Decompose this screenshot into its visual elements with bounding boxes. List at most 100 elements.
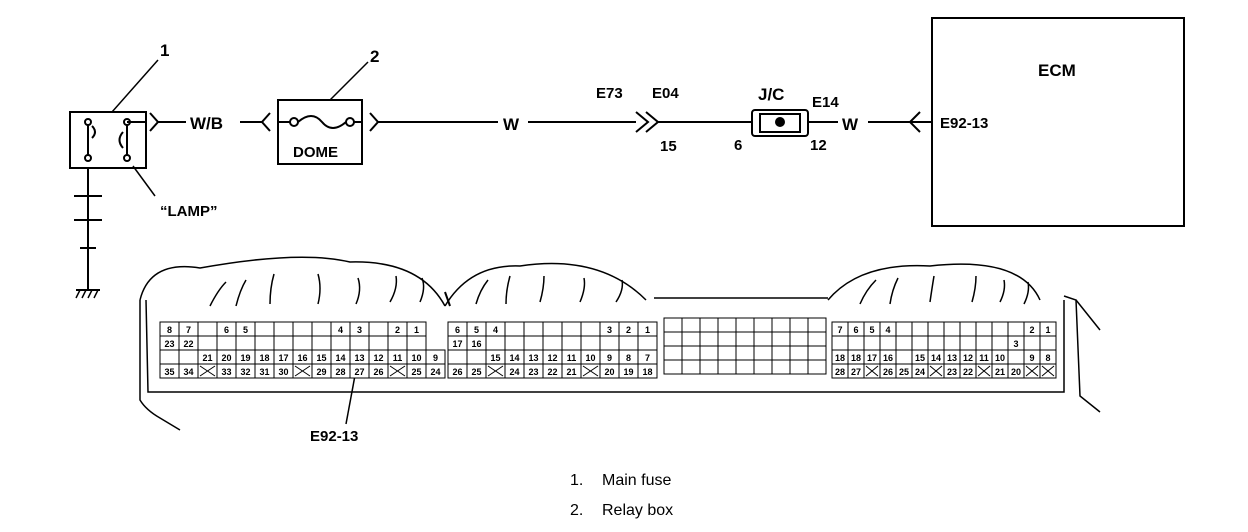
pin-15: 15 — [660, 138, 677, 155]
junction-label: J/C — [758, 85, 784, 104]
terminal-label: 1 — [1045, 325, 1050, 335]
bottom-connector-label: E92-13 — [310, 428, 358, 445]
terminal-cell — [580, 335, 601, 351]
terminal-cell — [197, 335, 218, 351]
terminal-cell — [1007, 349, 1025, 365]
terminal-cell — [504, 321, 525, 337]
terminal-cell — [975, 335, 993, 351]
terminal-label: 10 — [585, 353, 595, 363]
terminal-label: 9 — [433, 353, 438, 363]
terminal-cell — [735, 359, 755, 375]
terminal-cell — [699, 345, 719, 361]
terminal-label: 14 — [335, 353, 345, 363]
terminal-label: 3 — [1013, 339, 1018, 349]
terminal-label: 15 — [490, 353, 500, 363]
terminal-cell — [895, 349, 913, 365]
terminal-label: 1 — [645, 325, 650, 335]
lamp-label: “LAMP” — [160, 203, 218, 220]
terminal-label: 14 — [931, 353, 941, 363]
terminal-label: 2 — [626, 325, 631, 335]
callout-1: 1 — [160, 41, 169, 60]
terminal-cell — [735, 345, 755, 361]
terminal-cell — [789, 359, 809, 375]
terminal-cell — [349, 335, 370, 351]
terminal-label: 21 — [995, 367, 1005, 377]
terminal-cell — [735, 331, 755, 347]
terminal-label: 13 — [528, 353, 538, 363]
terminal-cell — [387, 335, 408, 351]
terminal-label: 16 — [297, 353, 307, 363]
terminal-cell — [959, 335, 977, 351]
terminal-cell — [895, 321, 913, 337]
connector-e04: E04 — [652, 85, 679, 102]
terminal-cell — [406, 335, 427, 351]
terminal-label: 31 — [259, 367, 269, 377]
terminal-cell — [831, 335, 849, 351]
terminal-label: 6 — [224, 325, 229, 335]
terminal-label: 15 — [915, 353, 925, 363]
terminal-label: 14 — [509, 353, 519, 363]
terminal-cell — [717, 331, 737, 347]
legend-number: 1. — [570, 472, 584, 489]
terminal-cell — [753, 317, 773, 333]
terminal-label: 19 — [240, 353, 250, 363]
legend-text: Relay box — [602, 502, 674, 519]
legend-number: 2. — [570, 502, 584, 519]
terminal-cell — [292, 335, 313, 351]
terminal-label: 28 — [835, 367, 845, 377]
empty-terminal-mark — [929, 365, 943, 377]
terminal-label: 5 — [243, 325, 248, 335]
terminal-label: 4 — [338, 325, 343, 335]
terminal-cell — [771, 331, 791, 347]
terminal-cell — [911, 335, 929, 351]
terminal-label: 32 — [240, 367, 250, 377]
terminal-label: 3 — [607, 325, 612, 335]
terminal-cell — [895, 335, 913, 351]
empty-terminal-mark — [389, 365, 406, 377]
terminal-label: 24 — [915, 367, 925, 377]
terminal-label: 11 — [567, 353, 577, 363]
terminal-cell — [863, 335, 881, 351]
terminal-label: 17 — [452, 339, 462, 349]
terminal-label: 15 — [316, 353, 326, 363]
terminal-cell — [1007, 321, 1025, 337]
wire-label-w2: W — [842, 115, 859, 134]
terminal-cell — [178, 349, 199, 365]
terminal-label: 16 — [471, 339, 481, 349]
connector-e73: E73 — [596, 85, 623, 102]
terminal-cell — [663, 345, 683, 361]
terminal-label: 33 — [221, 367, 231, 377]
terminal-cell — [753, 345, 773, 361]
terminal-cell — [561, 321, 582, 337]
terminal-cell — [927, 321, 945, 337]
ecm-box — [931, 17, 1185, 227]
terminal-cell — [699, 359, 719, 375]
terminal-cell — [197, 321, 218, 337]
terminal-label: 13 — [354, 353, 364, 363]
terminal-label: 8 — [626, 353, 631, 363]
terminal-cell — [699, 317, 719, 333]
wire-label-w1: W — [503, 115, 520, 134]
terminal-cell — [466, 349, 487, 365]
terminal-cell — [542, 335, 563, 351]
terminal-label: 27 — [851, 367, 861, 377]
terminal-label: 7 — [837, 325, 842, 335]
terminal-cell — [681, 331, 701, 347]
pin-12: 12 — [810, 137, 827, 154]
terminal-cell — [753, 359, 773, 375]
terminal-label: 13 — [947, 353, 957, 363]
terminal-label: 21 — [202, 353, 212, 363]
terminal-label: 24 — [509, 367, 519, 377]
terminal-label: 25 — [899, 367, 909, 377]
empty-terminal-mark — [199, 365, 216, 377]
empty-terminal-mark — [487, 365, 504, 377]
empty-terminal-mark — [294, 365, 311, 377]
terminal-label: 8 — [1045, 353, 1050, 363]
terminal-label: 21 — [566, 367, 576, 377]
terminal-cell — [273, 321, 294, 337]
terminal-label: 8 — [167, 325, 172, 335]
terminal-cell — [425, 363, 446, 379]
terminal-cell — [943, 335, 961, 351]
terminal-label: 35 — [164, 367, 174, 377]
terminal-cell — [637, 363, 658, 379]
